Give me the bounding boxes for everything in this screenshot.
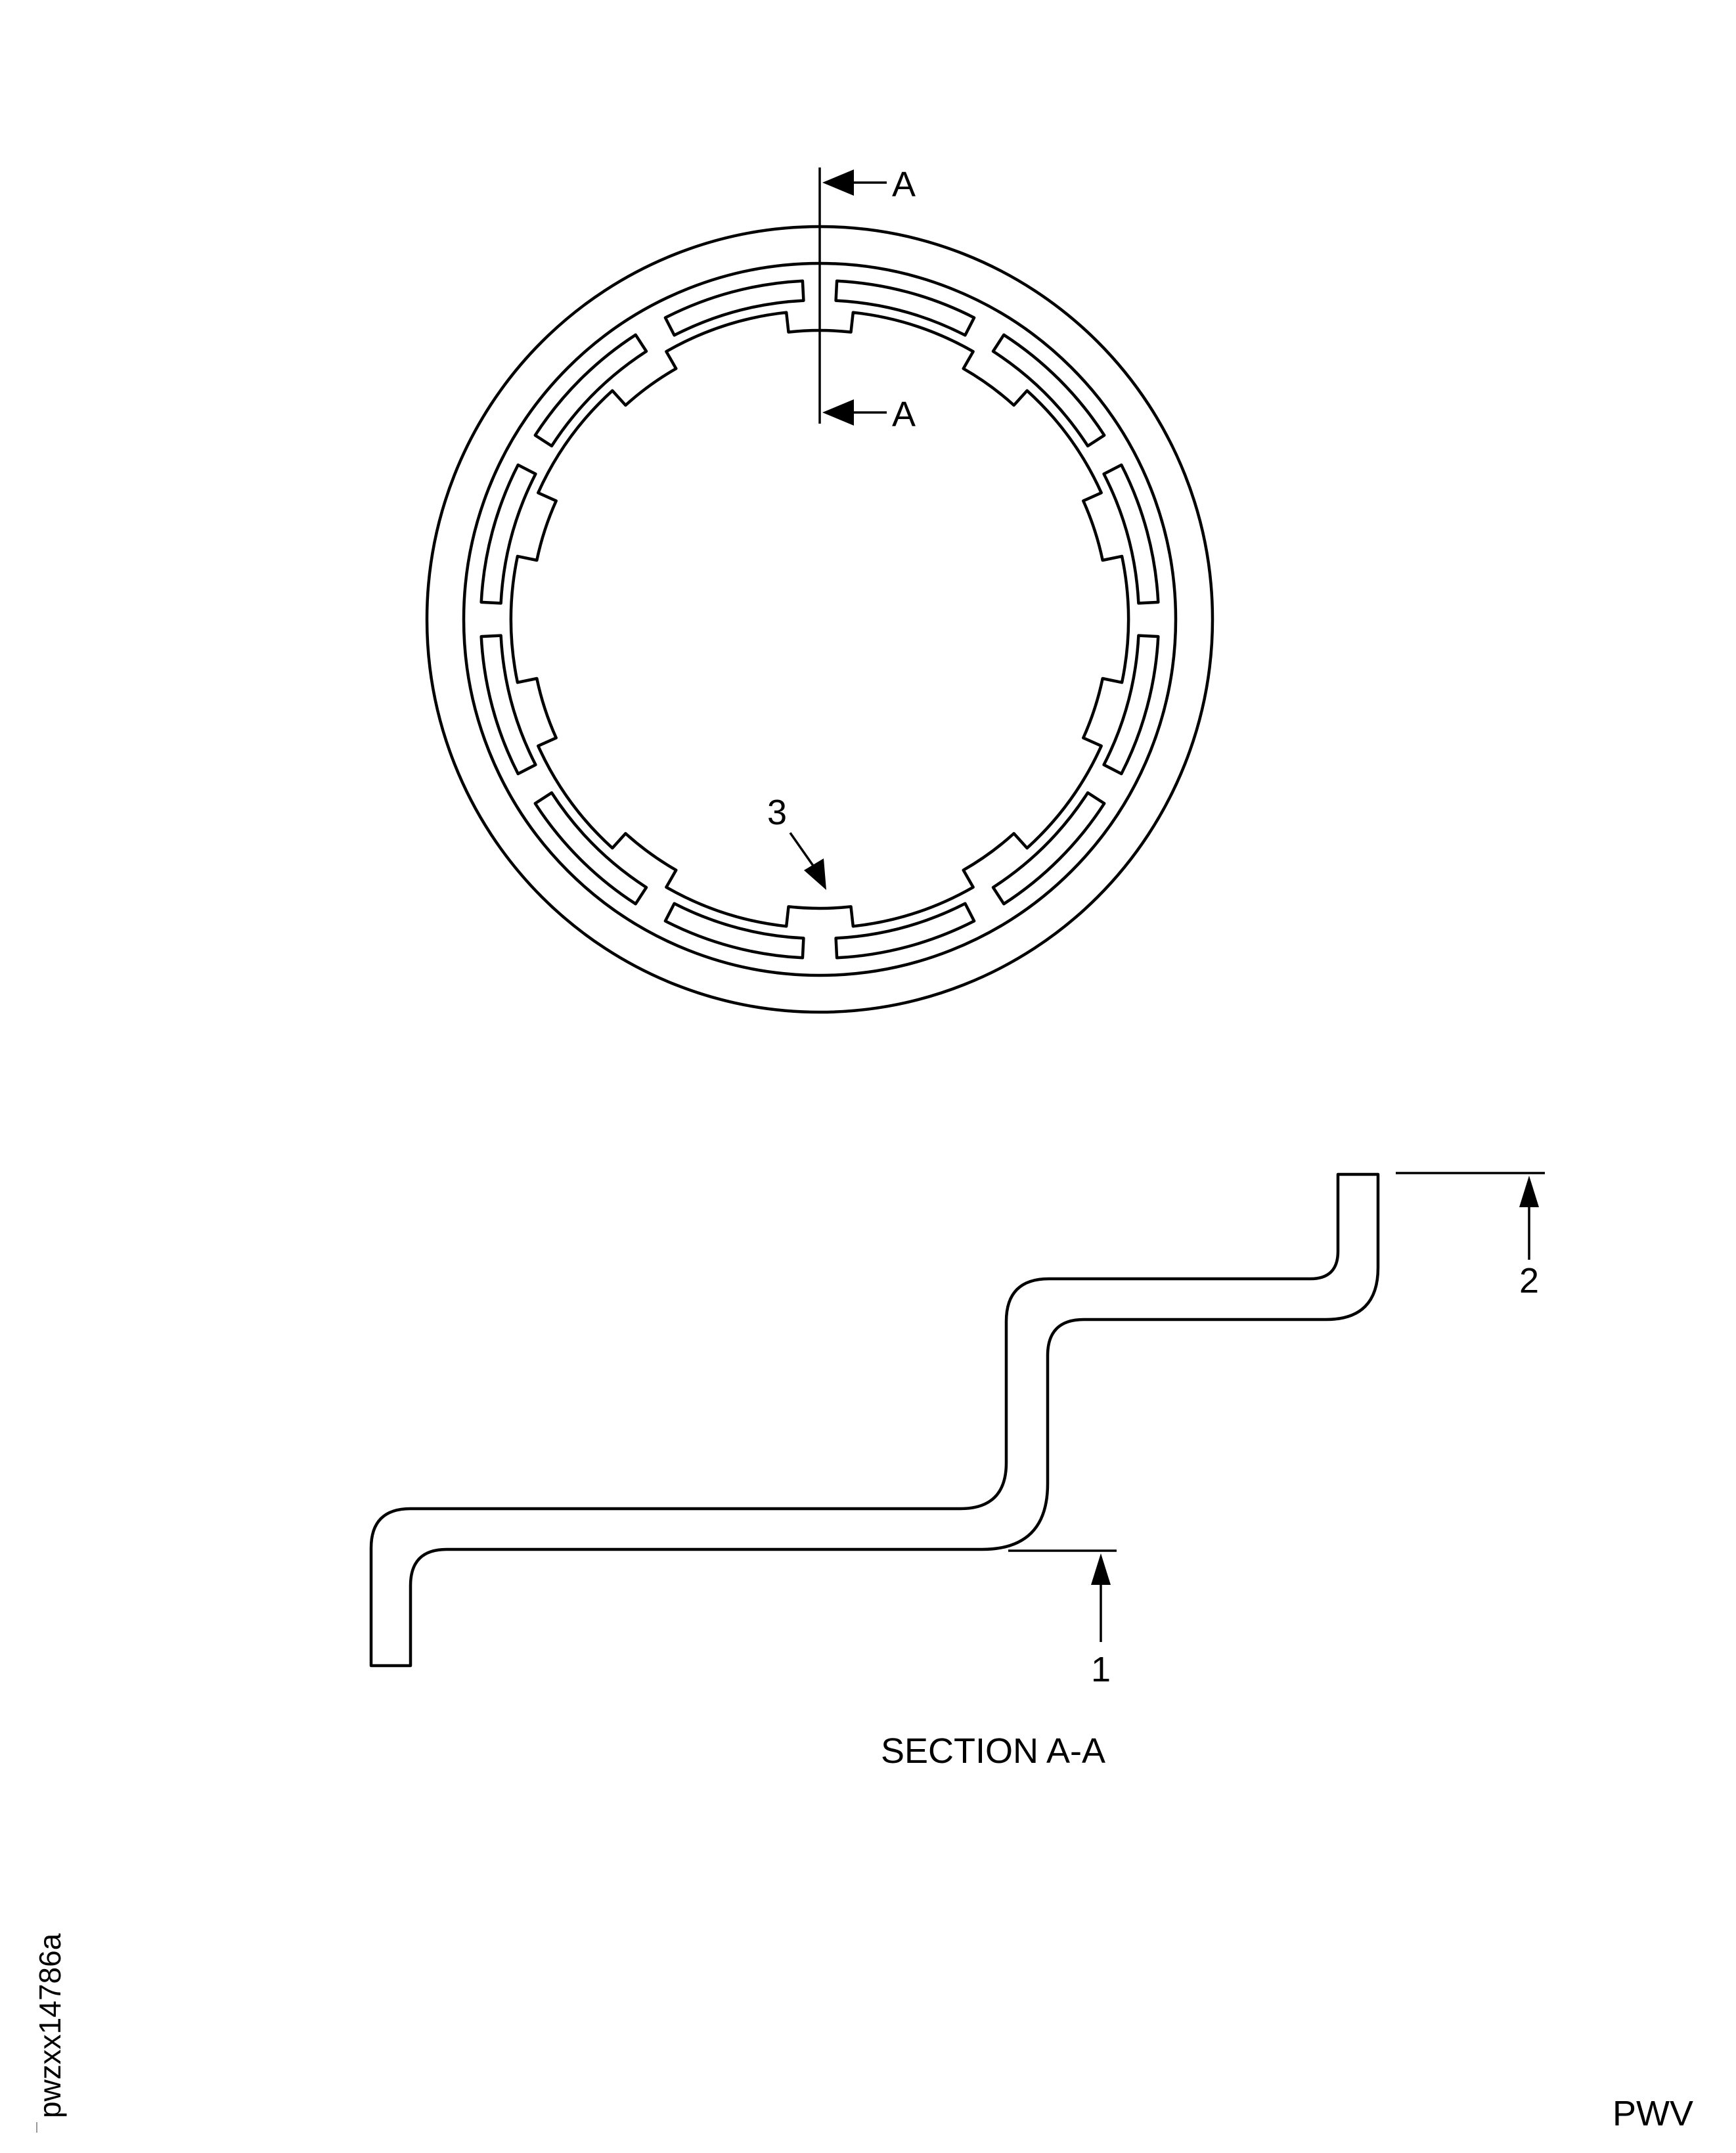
ring-slot [991,333,1106,448]
dimension-2: 2 [1396,1172,1545,1300]
ring-slot [991,791,1106,906]
section-marker-top: A [892,165,916,204]
section-cut-line: A A [818,165,916,434]
ring-slot [1102,634,1160,776]
callout-3-leader [789,832,814,867]
section-marker-bottom: A [892,395,916,434]
ring-slot [834,902,976,960]
ring-slots [479,279,1160,960]
cut-arrow-top-head [822,169,854,196]
callout-2-label: 2 [1519,1261,1539,1300]
callout-3-label: 3 [767,793,787,832]
ring-bore-with-tabs [509,311,1130,928]
callout-3-arrowhead [804,858,826,890]
section-title: SECTION A-A [881,1731,1105,1771]
ring-slot [663,279,805,337]
callout-1-label: 1 [1091,1650,1111,1689]
ring-slot [479,463,537,605]
ring-slot [533,791,648,906]
ring-slot [834,279,976,337]
ring-slot [533,333,648,448]
section-profile-outline [369,1172,1380,1668]
figure-id: pwzxx14786a [33,1933,67,2118]
ring-slot [1102,463,1160,605]
dimension-1: 1 [1008,1549,1117,1689]
dimension-2-arrowhead [1519,1176,1539,1207]
section-a-a-profile [369,1172,1380,1668]
callout-3: 3 [767,793,826,890]
ring-slot [479,634,537,776]
cut-arrow-bottom-head [822,399,854,426]
ring-slot [663,902,805,960]
ring-tabs [509,311,1130,928]
dimension-1-arrowhead [1091,1553,1111,1585]
publisher-code: PWV [1613,2094,1693,2133]
